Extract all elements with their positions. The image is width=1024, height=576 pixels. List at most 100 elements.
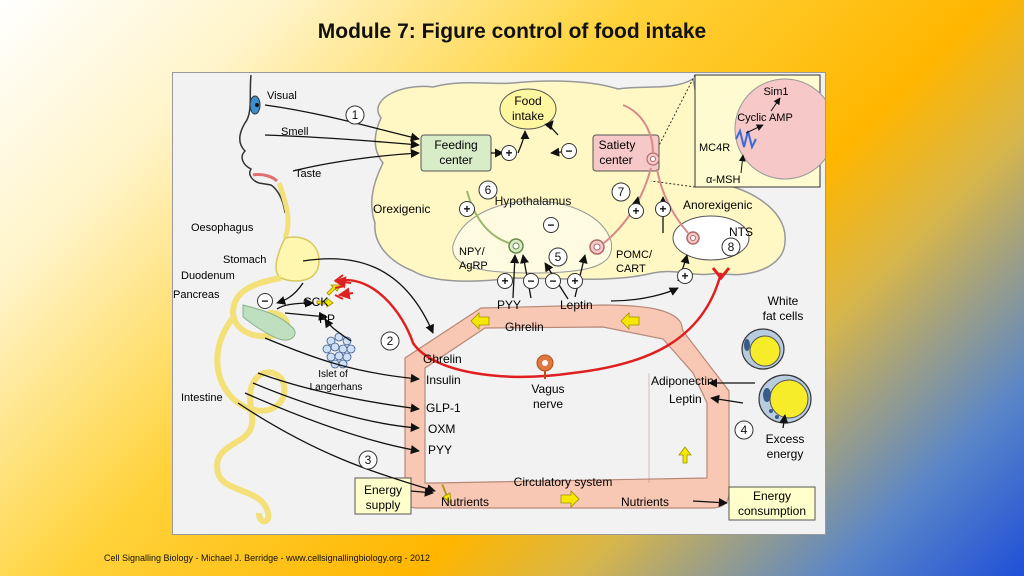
satiety-center-label-line1: Satiety bbox=[599, 138, 636, 152]
flow-arrows bbox=[316, 284, 692, 508]
energy-supply-label-line2: supply bbox=[366, 498, 401, 512]
taste-label: Taste bbox=[295, 168, 321, 180]
slide-title: Module 7: Figure control of food intake bbox=[317, 20, 707, 43]
smell-label: Smell bbox=[281, 126, 309, 138]
svg-text:−: − bbox=[549, 274, 556, 288]
svg-text:+: + bbox=[571, 274, 578, 288]
svg-text:−: − bbox=[527, 274, 534, 288]
sim1-label: Sim1 bbox=[763, 86, 788, 98]
mc4r-label: MC4R bbox=[699, 142, 730, 154]
step-marker-3: 3 bbox=[358, 450, 378, 470]
step-marker-5: 5 bbox=[548, 247, 568, 267]
step-marker-1: 1 bbox=[345, 105, 365, 125]
nutrients-label-2: Nutrients bbox=[621, 495, 669, 509]
intestine bbox=[214, 316, 288, 525]
footer-credit: Cell Signalling Biology - Michael J. Ber… bbox=[104, 553, 430, 563]
ghrelin-left-label: Ghrelin bbox=[423, 352, 462, 366]
nutrients-label-1: Nutrients bbox=[441, 495, 489, 509]
pyy-left-label: PYY bbox=[428, 443, 452, 457]
plus-sign-10: + bbox=[567, 273, 583, 289]
hypothalamus-label: Hypothalamus bbox=[495, 194, 572, 208]
step-markers: 1 2 3 4 5 6 7 8 bbox=[345, 105, 754, 470]
islet-label-line2: Langerhans bbox=[310, 382, 363, 393]
food-intake-figure: Hypothalamus Sim1 Cyclic AMP MC4R α-MSH bbox=[172, 72, 836, 535]
pomc-label-line1: POMC/ bbox=[616, 249, 653, 261]
cyclic-amp-label: Cyclic AMP bbox=[737, 112, 793, 124]
minus-sign-12: − bbox=[257, 293, 273, 309]
inset-guide-bottom bbox=[650, 180, 696, 188]
plus-sign-7: + bbox=[497, 273, 513, 289]
svg-text:+: + bbox=[505, 146, 512, 160]
excess-energy-label-line1: Excess bbox=[766, 432, 805, 446]
intestine-label: Intestine bbox=[181, 392, 223, 404]
step-marker-8: 8 bbox=[721, 237, 741, 257]
head-profile bbox=[239, 74, 286, 214]
islet-label-line1: Islet of bbox=[318, 369, 348, 380]
svg-text:4: 4 bbox=[741, 423, 748, 437]
minus-sign-9: − bbox=[545, 273, 561, 289]
white-fat-cell-icon bbox=[741, 328, 785, 370]
inset-arrow-camp bbox=[745, 124, 764, 134]
satiety-neuron-icon bbox=[622, 104, 660, 166]
svg-text:−: − bbox=[547, 218, 554, 232]
cck-label: CCK bbox=[303, 295, 328, 309]
plus-sign-3: + bbox=[459, 201, 475, 217]
step-marker-6: 6 bbox=[478, 180, 498, 200]
plus-minus-symbols: + − + − + + + − − + + − bbox=[257, 143, 693, 309]
tongue-icon bbox=[252, 173, 279, 183]
vagus-label-line1: Vagus bbox=[531, 382, 564, 396]
svg-text:1: 1 bbox=[352, 108, 359, 122]
svg-text:5: 5 bbox=[555, 250, 562, 264]
vagus-label-line2: nerve bbox=[533, 397, 563, 411]
svg-text:3: 3 bbox=[365, 453, 372, 467]
oesophagus-label: Oesophagus bbox=[191, 222, 254, 234]
duodenum bbox=[229, 275, 291, 340]
svg-text:+: + bbox=[501, 274, 508, 288]
food-intake-label-line2: intake bbox=[512, 109, 544, 123]
inset-arrow-sim1 bbox=[770, 97, 781, 112]
red-signal-arrows bbox=[333, 276, 354, 300]
pp-label: PP bbox=[319, 312, 335, 326]
nts-label: NTS bbox=[729, 225, 753, 239]
svg-text:+: + bbox=[659, 202, 666, 216]
adiponectin-label: Adiponectin bbox=[651, 374, 714, 388]
step-marker-7: 7 bbox=[611, 182, 631, 202]
visual-label: Visual bbox=[267, 90, 297, 102]
white-fat-label-line1: White bbox=[768, 294, 799, 308]
plus-sign-5: + bbox=[628, 203, 644, 219]
mc4r-receptor-icon bbox=[735, 128, 757, 150]
energy-supply-label-line1: Energy bbox=[364, 483, 402, 497]
leptin-right-label: Leptin bbox=[669, 392, 702, 406]
white-fat-label-line2: fat cells bbox=[763, 309, 804, 323]
feeding-center-label-line1: Feeding bbox=[434, 138, 477, 152]
pomc-label-line2: CART bbox=[616, 263, 646, 275]
step-marker-4: 4 bbox=[734, 420, 754, 440]
svg-text:2: 2 bbox=[387, 334, 394, 348]
minus-sign-8: − bbox=[523, 273, 539, 289]
plus-sign-6: + bbox=[655, 201, 671, 217]
msh-label: α-MSH bbox=[706, 174, 741, 186]
food-intake-diagram: Hypothalamus Sim1 Cyclic AMP MC4R α-MSH bbox=[173, 73, 836, 534]
anorexigenic-label: Anorexigenic bbox=[683, 198, 752, 212]
svg-text:−: − bbox=[565, 144, 572, 158]
svg-text:8: 8 bbox=[728, 240, 735, 254]
nts-neuron-icon bbox=[656, 168, 700, 245]
stomach-label: Stomach bbox=[223, 254, 266, 266]
svg-text:+: + bbox=[463, 202, 470, 216]
plus-sign-11: + bbox=[677, 268, 693, 284]
hypothalamus-region bbox=[452, 200, 613, 274]
ghrelin-top-label: Ghrelin bbox=[505, 320, 544, 334]
minus-sign-4: − bbox=[543, 217, 559, 233]
satiety-center-box bbox=[592, 134, 660, 172]
svg-text:+: + bbox=[681, 269, 688, 283]
satiety-center-label-line2: center bbox=[599, 153, 632, 167]
feeding-center-label-line2: center bbox=[439, 153, 472, 167]
oxm-label: OXM bbox=[428, 422, 455, 436]
minus-sign-2: − bbox=[561, 143, 577, 159]
svg-text:−: − bbox=[261, 294, 268, 308]
excess-energy-label-line2: energy bbox=[767, 447, 804, 461]
pyy-top-label: PYY bbox=[497, 298, 521, 312]
vagus-terminal-icon bbox=[711, 267, 731, 281]
energy-consumption-label-line2: consumption bbox=[738, 504, 806, 518]
plus-sign-1: + bbox=[501, 145, 517, 161]
